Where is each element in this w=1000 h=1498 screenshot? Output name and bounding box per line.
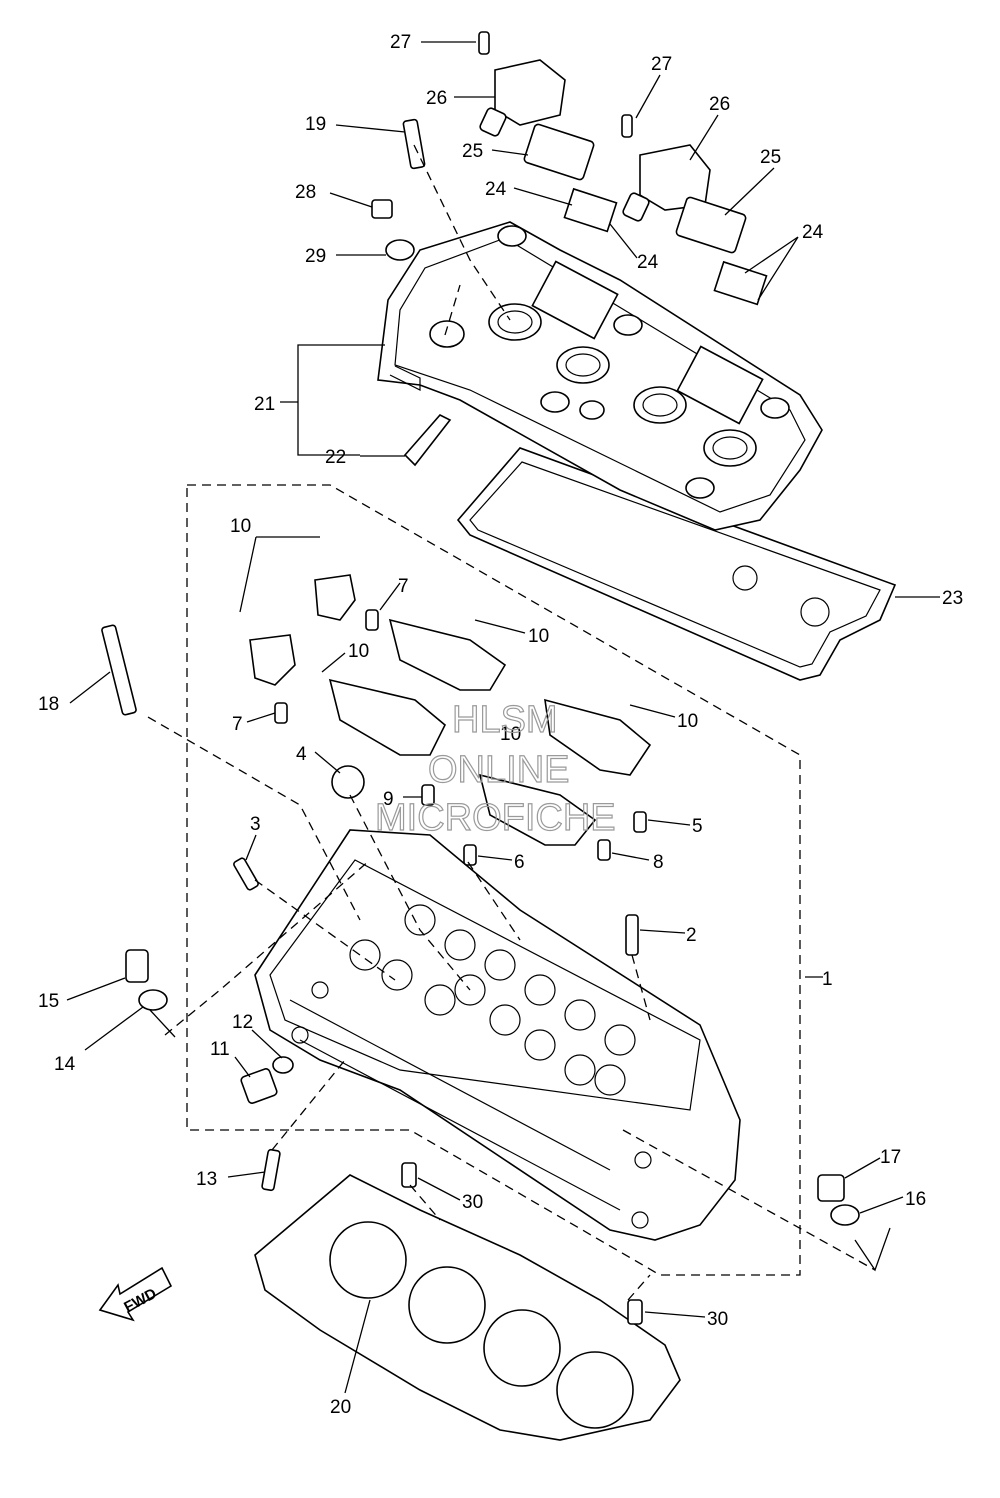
callout-label: 9 bbox=[383, 789, 394, 810]
watermark-line: MICROFICHE bbox=[375, 797, 616, 839]
callout-label: 27 bbox=[651, 54, 672, 75]
callout-label: 27 bbox=[390, 32, 411, 53]
forward-direction-arrow: FWD bbox=[98, 1266, 173, 1322]
callout-label: 10 bbox=[528, 626, 549, 647]
callout-labels: 1 2 3 4 5 6 7 7 8 9 10 10 10 10 10 11 12… bbox=[38, 32, 963, 1418]
watermark-line: HLSM bbox=[452, 699, 558, 741]
callout-label: 30 bbox=[462, 1192, 483, 1213]
callout-label: 25 bbox=[462, 141, 483, 162]
callout-label: 24 bbox=[637, 252, 659, 273]
assembly-boundary bbox=[186, 484, 801, 1276]
camshaft-cap-left-small bbox=[249, 574, 356, 686]
callout-label: 18 bbox=[38, 694, 59, 715]
callout-label: 10 bbox=[230, 516, 251, 537]
watermark: HLSM ONLINE MICROFICHE bbox=[374, 698, 616, 839]
callout-label: 10 bbox=[348, 641, 369, 662]
callout-label: 17 bbox=[880, 1147, 901, 1168]
callout-label: 13 bbox=[196, 1169, 217, 1190]
callout-label: 10 bbox=[677, 711, 698, 732]
callout-label: 26 bbox=[709, 94, 730, 115]
callout-label: 12 bbox=[232, 1012, 253, 1033]
callout-label: 6 bbox=[514, 852, 525, 873]
callout-label: 11 bbox=[210, 1039, 230, 1060]
leader-lines bbox=[66, 41, 940, 1394]
watermark-line: ONLINE bbox=[428, 749, 569, 791]
cylinder-head-gasket bbox=[254, 1174, 681, 1441]
callout-label: 21 bbox=[254, 394, 275, 415]
callout-label: 24 bbox=[802, 222, 824, 243]
callout-label: 3 bbox=[250, 814, 261, 835]
camshaft-cap-pair bbox=[328, 618, 652, 846]
callout-label: 26 bbox=[426, 88, 447, 109]
cylinder-head bbox=[254, 829, 741, 1241]
callout-label: 23 bbox=[942, 588, 963, 609]
callout-label: 28 bbox=[295, 182, 316, 203]
callout-label: 20 bbox=[330, 1397, 351, 1418]
callout-label: 19 bbox=[305, 114, 326, 135]
callout-label: 4 bbox=[296, 744, 307, 765]
assembly-lines bbox=[147, 144, 891, 1301]
callout-label: 25 bbox=[760, 147, 781, 168]
callout-label: 16 bbox=[905, 1189, 926, 1210]
small-parts bbox=[101, 31, 860, 1325]
callout-label: 5 bbox=[692, 816, 703, 837]
callout-label: 14 bbox=[54, 1054, 76, 1075]
callout-label: 22 bbox=[325, 447, 346, 468]
callout-label: 10 bbox=[500, 724, 521, 745]
cylinder-head-cover bbox=[377, 221, 823, 531]
callout-label: 1 bbox=[822, 969, 833, 990]
callout-label: 29 bbox=[305, 246, 326, 267]
callout-label: 8 bbox=[653, 852, 664, 873]
callout-label: 30 bbox=[707, 1309, 728, 1330]
callout-label: 7 bbox=[398, 576, 409, 597]
callout-label: 7 bbox=[232, 714, 243, 735]
callout-label: 24 bbox=[485, 179, 507, 200]
callout-label: 15 bbox=[38, 991, 59, 1012]
callout-label: 2 bbox=[686, 925, 697, 946]
